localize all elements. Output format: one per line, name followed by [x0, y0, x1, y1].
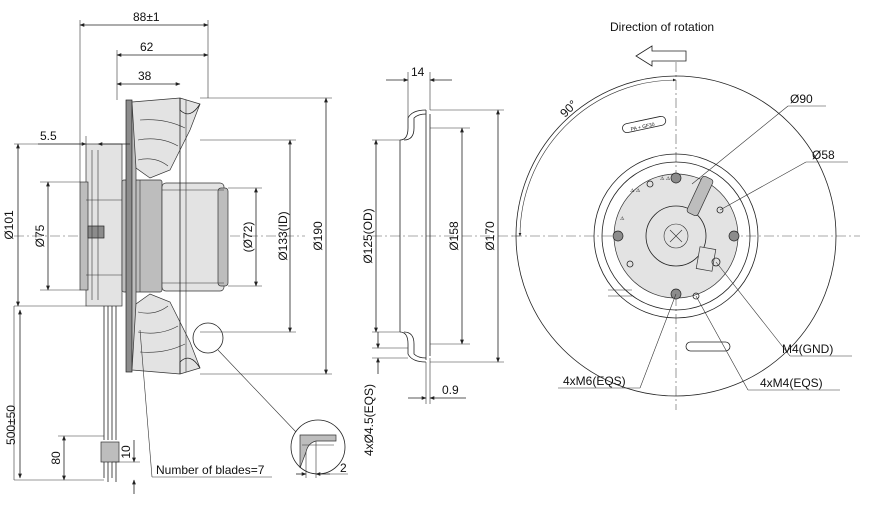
detail-dim-2: 2: [340, 461, 347, 475]
detail-marker-circle: [192, 322, 224, 354]
m6-hole-1: [670, 172, 682, 184]
inlet-ring-upper: [399, 109, 427, 141]
gnd-screw: [711, 257, 721, 267]
m4-hole-3: [626, 260, 634, 268]
label-d58: Ø58: [812, 148, 835, 162]
dim-d133: Ø133(ID): [276, 211, 290, 260]
label-m6: 4xM6(EQS): [563, 374, 626, 388]
dim-d75: Ø75: [33, 224, 47, 247]
detail-view: 2: [290, 419, 348, 478]
dim-80: 80: [49, 451, 63, 465]
label-d90: Ø90: [790, 92, 813, 106]
svg-text:⚠ ⚠: ⚠ ⚠: [630, 188, 641, 194]
angle-arc: [518, 78, 677, 237]
ring-dim-holes: 4xØ4.5(EQS): [362, 384, 376, 456]
motor-cap: [161, 182, 225, 292]
label-gnd: M4(GND): [782, 342, 833, 356]
motor-flange: [85, 143, 123, 307]
impeller-blades-upper: [131, 97, 201, 179]
svg-text:⚠: ⚠: [620, 216, 625, 222]
svg-text:⚠ ⚠ ⚠: ⚠ ⚠ ⚠: [660, 176, 677, 182]
motor-hub: [645, 205, 707, 267]
mounting-slot-top: [622, 115, 667, 134]
ring-dim-14: 14: [411, 65, 425, 79]
inlet-ring-lower: [399, 331, 427, 363]
front-view: Direction of rotation 90° PA + GF30 ⚠ ⚠ …: [512, 20, 860, 410]
material-label: PA + GF30: [630, 122, 655, 133]
rotation-arrow: [635, 45, 687, 67]
blades-note: Number of blades=7: [156, 463, 265, 477]
m6-hole-2: [728, 230, 740, 242]
m6-hole-4: [612, 230, 624, 242]
dim-d101: Ø101: [2, 210, 16, 240]
dim-overall-depth: 88±1: [133, 10, 160, 24]
ring-dim-d170: Ø170: [483, 221, 497, 251]
dim-d190: Ø190: [311, 221, 325, 251]
impeller-blades-lower: [131, 293, 201, 375]
motor-flange-outer: [593, 153, 759, 319]
dim-38: 38: [138, 69, 152, 83]
dim-cable-length: 500±50: [4, 405, 18, 445]
angle-90: 90°: [557, 97, 580, 120]
m4-hole-4: [646, 180, 654, 188]
label-m4: 4xM4(EQS): [760, 376, 823, 390]
m4-hole-2: [692, 292, 700, 300]
side-view: 88±1 62 38 5.5 Ø101 Ø75 (Ø72) Ø133(ID): [2, 10, 348, 494]
ring-dim-0-9: 0.9: [442, 383, 459, 397]
outer-ring: [515, 75, 837, 397]
ring-view: 14 Ø125(OD) Ø158 Ø170 0.9 4xØ4.5(EQS): [361, 65, 520, 456]
dim-10: 10: [119, 445, 133, 459]
ring-dim-d125: Ø125(OD): [361, 208, 375, 263]
dim-d72: (Ø72): [241, 222, 255, 253]
rotation-label: Direction of rotation: [610, 20, 714, 34]
dim-62: 62: [140, 40, 154, 54]
motor-hub-plate: [79, 181, 89, 291]
dim-5-5: 5.5: [40, 129, 57, 143]
mounting-slot-bottom: [685, 341, 731, 352]
cable-leads: [100, 306, 120, 482]
m4-hole-1: [716, 206, 724, 214]
ring-dim-d158: Ø158: [447, 221, 461, 251]
